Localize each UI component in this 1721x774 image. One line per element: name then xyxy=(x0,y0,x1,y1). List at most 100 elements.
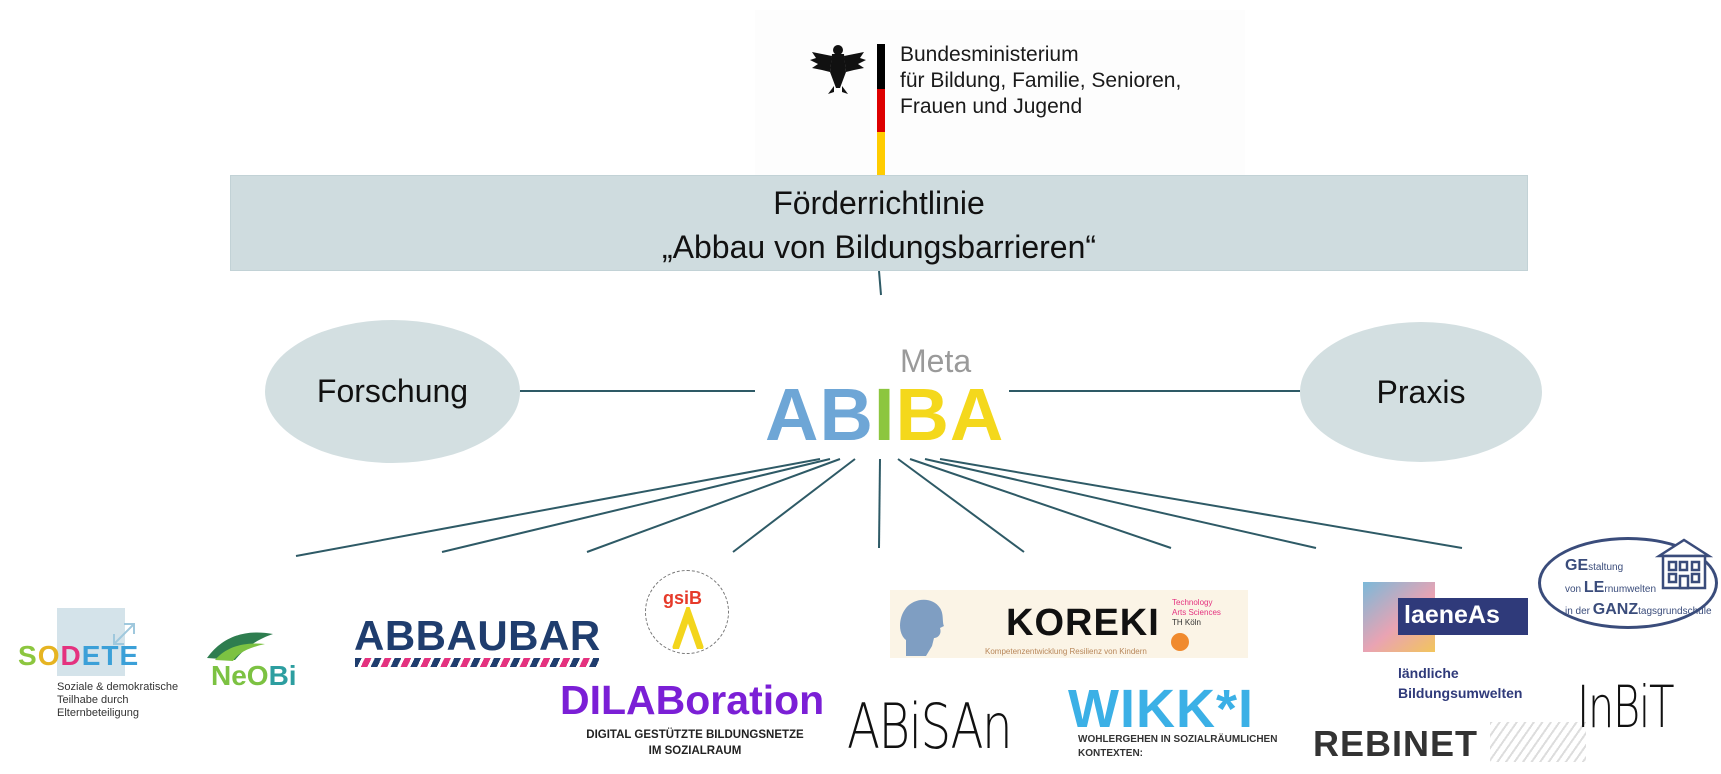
sodete-letter-3: D xyxy=(60,640,82,671)
sodete-letter-6: E xyxy=(119,640,140,671)
geleganz-le: LE xyxy=(1583,579,1605,596)
rebinet-logo: REBINET xyxy=(1313,723,1479,764)
banner-line-2: „Abbau von Bildungsbarrieren“ xyxy=(661,229,1097,265)
school-house-icon xyxy=(1655,538,1713,590)
gsib-seal-circle xyxy=(645,570,729,654)
gsib-name: gsiB xyxy=(663,588,703,608)
geleganz-von: von xyxy=(1565,584,1584,595)
geleganz-line-2: von LErnumwelten xyxy=(1565,578,1712,600)
research-label: Forschung xyxy=(316,373,469,409)
connector-project-4 xyxy=(732,458,856,553)
geleganz-staltung: staltung xyxy=(1588,562,1624,573)
expand-arrows-icon xyxy=(113,623,135,645)
leaf-icon xyxy=(207,632,273,661)
neobi-name: NeOBi xyxy=(211,660,297,692)
koreki-logo xyxy=(890,590,1248,658)
koreki-subtitle: Kompetenzentwicklung Resilienz von Kinde… xyxy=(985,647,1147,656)
connector-project-9 xyxy=(939,458,1463,549)
ministry-line-1: Bundesministerium xyxy=(900,43,1079,66)
research-node: Forschung xyxy=(265,320,520,463)
ministry-line-2: für Bildung, Familie, Senioren, xyxy=(900,69,1182,92)
abiba-letter-4: B xyxy=(895,373,950,456)
german-flag-bar xyxy=(877,44,885,175)
connector-project-5 xyxy=(878,458,881,549)
geleganz-in-der: in der xyxy=(1565,606,1593,617)
abiba-letter-5: A xyxy=(949,373,1005,456)
flag-black xyxy=(877,44,885,89)
laeneas-subtitle: ländliche Bildungsumwelten xyxy=(1398,663,1522,703)
connector-project-8 xyxy=(924,458,1317,549)
koreki-name: KOREKI xyxy=(1006,602,1160,644)
funding-guideline-banner: Förderrichtlinie „Abbau von Bildungsbarr… xyxy=(230,175,1528,271)
sodete-letter-4: E xyxy=(81,640,102,671)
connector-project-7 xyxy=(909,458,1172,549)
sodete-name: SODETE xyxy=(18,640,139,672)
connector-project-1 xyxy=(295,458,821,557)
flag-gold xyxy=(877,132,885,175)
geleganz-line-1: GEstaltung xyxy=(1565,556,1712,578)
practice-node: Praxis xyxy=(1300,322,1542,462)
neobi-name-b: Bi xyxy=(268,660,297,691)
wikki-subtitle: WOHLERGEHEN IN SOZIALRÄUMLICHEN KONTEXTE… xyxy=(1078,733,1277,761)
laeneas-sub-2: Bildungsumwelten xyxy=(1398,685,1523,701)
meta-label: Meta xyxy=(900,343,972,379)
abisan-logo: ABiSAn xyxy=(847,690,1013,763)
dilaboration-sub-1: DIGITAL GESTÜTZTE BILDUNGSNETZE xyxy=(586,729,804,741)
geleganz-rnumwelten: rnumwelten xyxy=(1604,584,1657,595)
geleganz-ellipse xyxy=(1538,537,1718,629)
laeneas-name: laeneAs xyxy=(1404,601,1500,629)
wikki-sub-1: WOHLERGEHEN IN SOZIALRÄUMLICHEN xyxy=(1078,734,1278,745)
ministry-name: Bundesministerium für Bildung, Familie, … xyxy=(900,42,1181,120)
laeneas-banner xyxy=(1398,598,1540,635)
wikki-sub-2: KONTEXTEN: xyxy=(1078,748,1143,759)
connector-ministry-banner xyxy=(878,270,882,296)
geleganz-ge: GE xyxy=(1565,557,1589,574)
abiba-wordmark: ABIBA xyxy=(765,375,1004,455)
abiba-letter-3: I xyxy=(873,373,896,456)
sodete-letter-1: S xyxy=(18,640,38,671)
practice-label: Praxis xyxy=(1376,373,1466,410)
isa-institute-icon xyxy=(1171,633,1189,651)
dilaboration-logo xyxy=(550,668,842,768)
meta-abiba-logo xyxy=(755,333,1009,455)
ministry-line-3: Frauen und Jugend xyxy=(900,95,1083,118)
dilaboration-sub-2: IM SOZIALRAUM xyxy=(648,745,742,757)
connector-project-6 xyxy=(897,458,1025,553)
abiba-letter-1: A xyxy=(765,373,820,456)
geleganz-line-3: in der GANZtagsgrundschule xyxy=(1565,600,1712,622)
sodete-sub-2: Teilhabe durch xyxy=(57,694,129,706)
sodete-sub-3: Elternbeteiligung xyxy=(57,707,139,719)
abbaubar-stripe xyxy=(355,658,599,667)
person-figure-icon xyxy=(672,607,704,649)
child-profile-icon xyxy=(900,599,944,656)
sodete-letter-5: T xyxy=(101,640,120,671)
laeneas-sub-1: ländliche xyxy=(1398,665,1459,681)
ministry-logo xyxy=(755,10,1245,175)
th-line-3: TH Köln xyxy=(1172,618,1201,627)
banner-line-1: Förderrichtlinie xyxy=(773,185,985,221)
sodete-subtitle: Soziale & demokratische Teilhabe durch E… xyxy=(57,681,178,720)
abiba-letter-2: B xyxy=(819,373,874,456)
geleganz-tagsgrundschule: tagsgrundschule xyxy=(1638,606,1712,617)
sodete-letter-2: O xyxy=(37,640,61,671)
rebinet-hatch-pattern xyxy=(1490,722,1586,762)
connector-project-3 xyxy=(586,458,841,553)
geleganz-text: GEstaltung von LErnumwelten in der GANZt… xyxy=(1565,556,1712,622)
wikki-name: WIKK*I xyxy=(1068,679,1254,739)
geleganz-ganz: GANZ xyxy=(1592,601,1639,618)
sodete-sub-1: Soziale & demokratische xyxy=(57,681,179,693)
neobi-name-a: NeO xyxy=(211,660,269,691)
dilaboration-name: DILABoration xyxy=(560,677,825,723)
dilaboration-subtitle: DIGITAL GESTÜTZTE BILDUNGSNETZE IM SOZIA… xyxy=(560,727,830,759)
connector-project-2 xyxy=(441,458,831,553)
inbit-logo: InBiT xyxy=(1577,673,1674,741)
federal-eagle-icon xyxy=(810,45,866,94)
th-line-1: Technology xyxy=(1172,598,1213,607)
th-koeln-logo: Technology Arts Sciences TH Köln xyxy=(1172,598,1221,628)
wikki-logo xyxy=(1045,672,1313,774)
abbaubar-name: ABBAUBAR xyxy=(354,612,601,659)
neobi-logo xyxy=(178,605,310,723)
flag-red xyxy=(877,89,885,132)
th-line-2: Arts Sciences xyxy=(1172,608,1221,617)
